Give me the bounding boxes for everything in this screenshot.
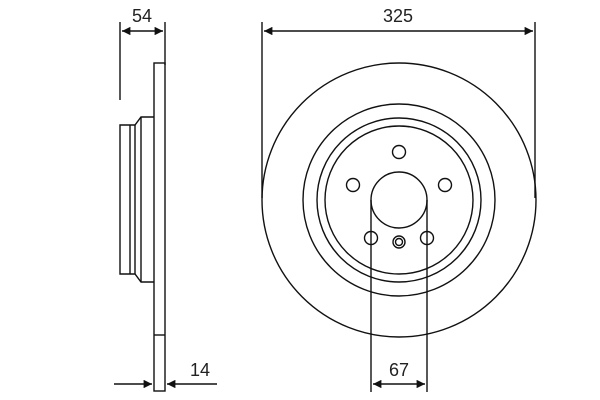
- hub-height-label: 54: [132, 6, 152, 26]
- outer-disc-circle: [261, 62, 537, 338]
- hat-inner-circle: [324, 125, 474, 275]
- side-view: 54 14: [114, 6, 217, 392]
- hat-outer-circle: [316, 117, 482, 283]
- bolt-hole: [391, 144, 407, 160]
- bolt-hole: [345, 177, 361, 193]
- friction-ring-inner-circle: [302, 103, 496, 297]
- disc-plate-profile: [153, 62, 166, 392]
- front-view: 325 67: [261, 6, 537, 392]
- outer-diameter-label: 325: [383, 6, 413, 26]
- hub-profile: [119, 116, 154, 283]
- center-bore-label: 67: [389, 360, 409, 380]
- bolt-hole: [437, 177, 453, 193]
- center-bore-circle: [370, 171, 428, 229]
- locating-screw-hole: [392, 235, 406, 249]
- thickness-label: 14: [190, 360, 210, 380]
